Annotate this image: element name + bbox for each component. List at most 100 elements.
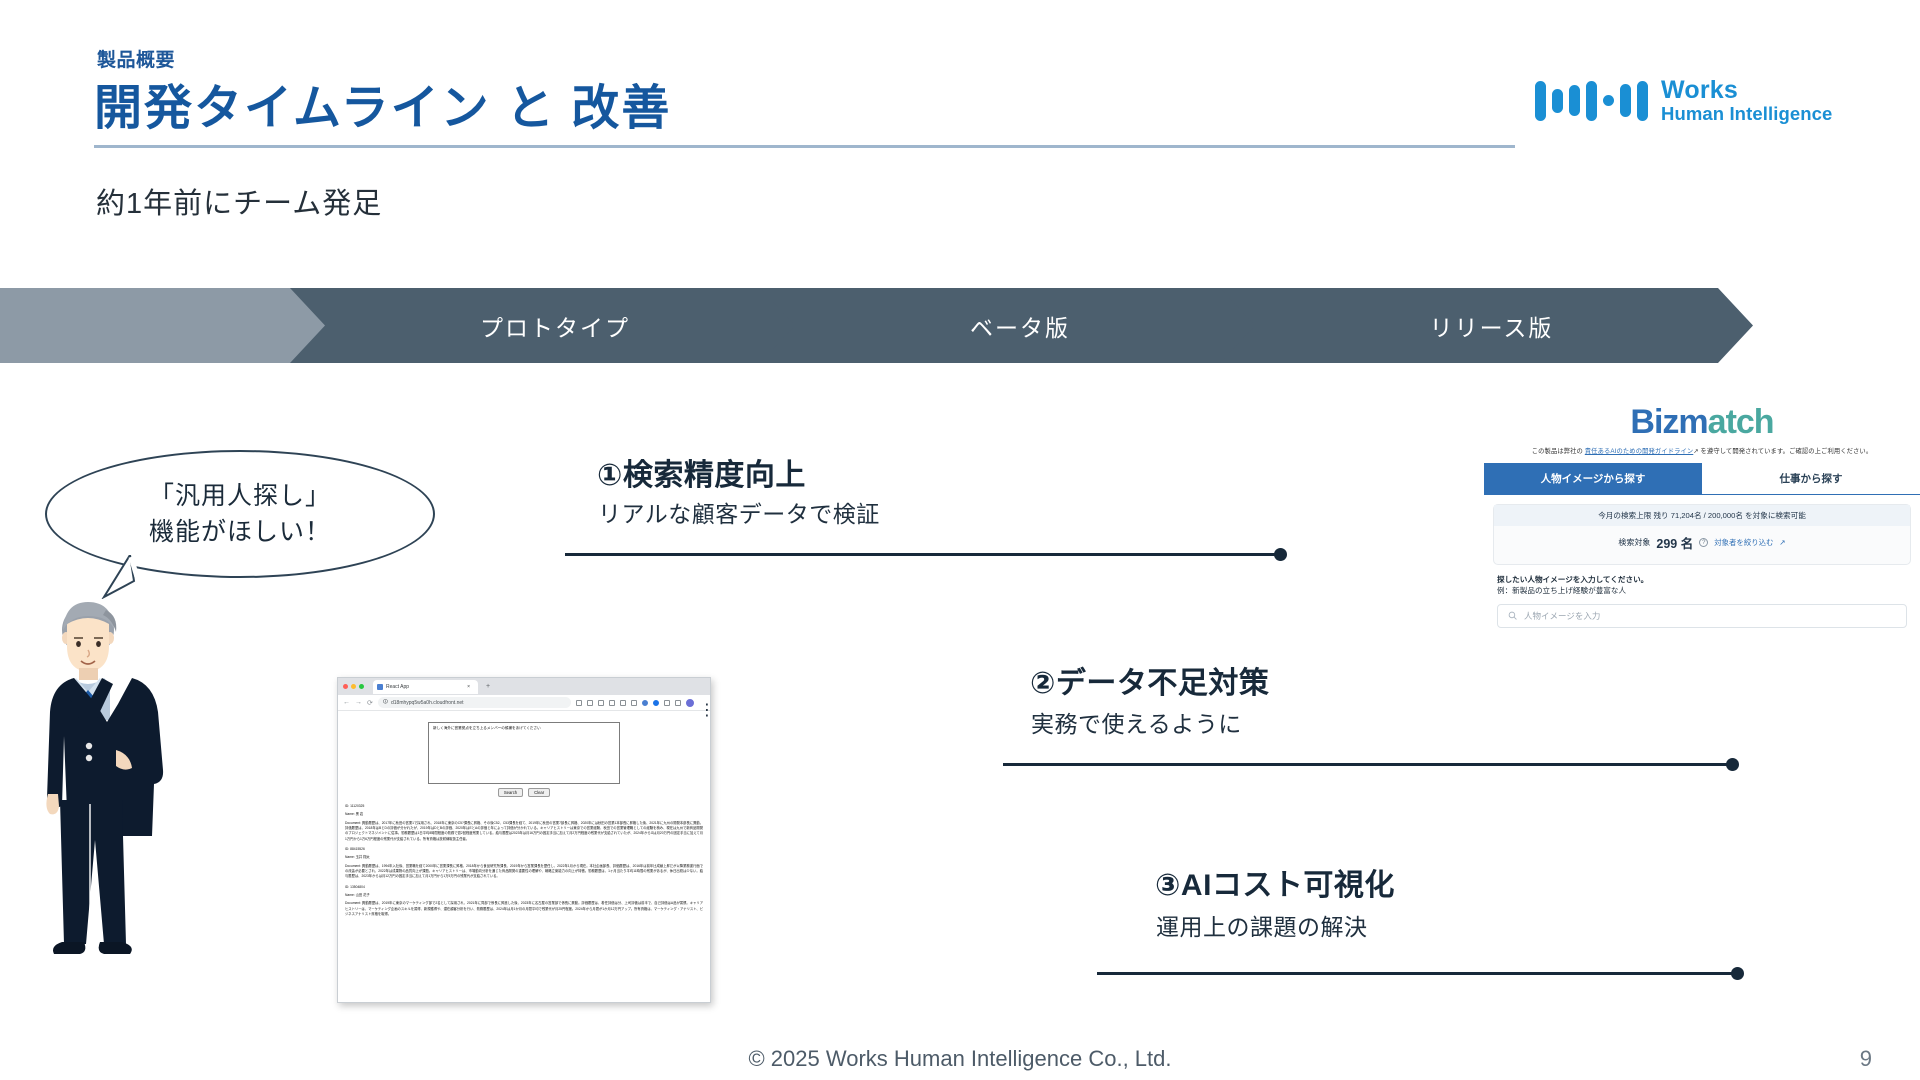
browser-screenshot-thumbnail: React App × + ← → ⟳ 🛈 d18mhypq5w5a0h.clo… xyxy=(337,677,711,1003)
ai-guideline-link[interactable]: 責任あるAIのための開発ガイドライン xyxy=(1584,448,1694,455)
timeline-stage-0[interactable] xyxy=(0,288,330,363)
speech-bubble-line-2: 機能がほしい！ xyxy=(148,518,331,546)
browser-tab-title: React App xyxy=(386,683,410,690)
tab-search-by-person-image[interactable]: 人物イメージから探す xyxy=(1484,463,1702,494)
browser-page-body: 新しく海外に営業拠点を立ち上るメンバーの候補をあげてください Search Cl… xyxy=(338,711,710,1002)
point-2-line xyxy=(1003,763,1735,766)
search-target-count: 299 名 xyxy=(1656,537,1694,551)
timeline-stage-3-label: リリース版 xyxy=(1429,314,1554,341)
sidebar-icon[interactable] xyxy=(664,699,670,706)
point-3-line xyxy=(1097,972,1740,975)
window-maximize-dot[interactable] xyxy=(359,684,364,689)
bizmatch-compliance-notice: この製品は弊社の 責任あるAIのための開発ガイドライン↗ を遵守して開発されてい… xyxy=(1484,446,1920,455)
businessman-illustration xyxy=(46,602,164,954)
search-button[interactable]: Search xyxy=(497,788,524,797)
point-1-heading: ①検索精度向上 xyxy=(597,459,806,492)
footer-copyright: © 2025 Works Human Intelligence Co., Ltd… xyxy=(748,1046,1172,1071)
tab-search-by-job[interactable]: 仕事から探す xyxy=(1702,463,1920,494)
prompt-main-text: 探したい人物イメージを入力してください。 xyxy=(1497,575,1649,584)
search-circle-icon[interactable] xyxy=(653,699,659,706)
query-textarea[interactable]: 新しく海外に営業拠点を立ち上るメンバーの候補をあげてください xyxy=(428,722,620,784)
point-1-endpoint-dot xyxy=(1274,548,1287,561)
result-document: Document: 異動履歴は、1994年入社後、営業職を経て2000年に営業課… xyxy=(345,863,703,879)
overflow-menu-icon[interactable]: ⋮ xyxy=(699,700,710,719)
speech-bubble: 「汎用人探し」 機能がほしい！ xyxy=(45,450,435,578)
search-icon xyxy=(1508,611,1517,621)
help-icon[interactable]: ? xyxy=(1699,538,1709,547)
result-id: ID: 13504804 xyxy=(345,884,365,889)
works-human-intelligence-logo: Works Human Intelligence xyxy=(1535,78,1920,124)
bizmatch-tabs: 人物イメージから探す 仕事から探す xyxy=(1484,463,1920,495)
result-document: Document: 異動履歴は、2017年に秋田の営業1で採用され、2018年に… xyxy=(345,820,703,841)
browser-toolbar-icons: ⋮ xyxy=(576,698,710,719)
page-number: 9 xyxy=(1859,1046,1872,1071)
back-icon[interactable]: ← xyxy=(343,699,350,706)
external-link-icon: ↗ xyxy=(1693,448,1699,455)
refine-external-link-icon[interactable]: ↗ xyxy=(1779,538,1786,547)
timeline-stage-1-label: プロトタイプ xyxy=(480,314,630,341)
result-id: ID: 88415526 xyxy=(345,846,365,851)
bizmatch-search-card: 今月の検索上限 残り 71,204名 / 200,000名 を対象に検索可能 検… xyxy=(1493,504,1911,565)
point-2-endpoint-dot xyxy=(1726,758,1739,771)
point-3-subtext: 運用上の課題の解決 xyxy=(1156,914,1368,940)
timeline-stage-release[interactable]: リリース版 xyxy=(1220,288,1753,363)
notice-suffix: を遵守して開発されています。ご確認の上ご利用ください。 xyxy=(1698,448,1873,455)
timeline-stage-2-label: ベータ版 xyxy=(970,314,1070,341)
bizmatch-logo-part2: atch xyxy=(1707,403,1775,441)
share-icon[interactable] xyxy=(576,699,582,706)
point-3-heading: ③AIコスト可視化 xyxy=(1155,869,1395,902)
extensions-icon[interactable] xyxy=(631,699,637,706)
point-1-line xyxy=(565,553,1283,556)
notice-prefix: この製品は弊社の xyxy=(1531,448,1585,455)
result-name: Name: 玉井 翔太 xyxy=(345,855,370,860)
reading-list-icon[interactable] xyxy=(587,699,593,706)
tab-close-icon[interactable]: × xyxy=(467,683,470,690)
filter-icon[interactable] xyxy=(620,699,626,706)
browser-urlbar: ← → ⟳ 🛈 d18mhypq5w5a0h.cloudfront.net ⋮ xyxy=(338,695,710,719)
bizmatch-prompt: 探したい人物イメージを入力してください。 例：新製品の立ち上げ経験が豊富な人 xyxy=(1497,574,1920,597)
result-document: Document: 異動履歴は、2019年に東京のマーケティング部で2名として採… xyxy=(345,901,703,916)
downloads-icon[interactable] xyxy=(609,699,615,706)
person-image-search-input[interactable]: 人物イメージを入力 xyxy=(1497,603,1907,628)
logo-line-1: Works xyxy=(1661,76,1738,104)
result-name: Name: 山田 花子 xyxy=(345,892,370,897)
monthly-quota-banner: 今月の検索上限 残り 71,204名 / 200,000名 を対象に検索可能 xyxy=(1494,505,1910,526)
query-buttons: Search Clear xyxy=(345,788,703,797)
speech-bubble-tail-icon xyxy=(101,555,140,599)
forward-icon[interactable]: → xyxy=(355,699,362,706)
new-tab-button[interactable]: + xyxy=(486,683,491,690)
timeline-stage-prototype[interactable]: プロトタイプ xyxy=(290,288,800,363)
profile-dot-icon[interactable] xyxy=(642,699,648,706)
search-target-row: 検索対象 299 名 ? 対象者を絞り込む ↗ xyxy=(1494,526,1910,555)
window-close-dot[interactable] xyxy=(343,684,348,689)
speech-bubble-line-1: 「汎用人探し」 xyxy=(148,481,331,510)
tab-favicon-icon xyxy=(377,683,383,690)
clear-button[interactable]: Clear xyxy=(528,788,551,797)
result-id: ID: 11120325 xyxy=(345,804,365,808)
bizmatch-app-screenshot: Bizmatch この製品は弊社の 責任あるAIのための開発ガイドライン↗ を遵… xyxy=(1484,398,1920,640)
logo-line-2: Human Intelligence xyxy=(1661,103,1833,124)
address-bar[interactable]: 🛈 d18mhypq5w5a0h.cloudfront.net xyxy=(377,697,571,708)
page-subtitle: 約1年前にチーム発足 xyxy=(96,188,383,220)
browser-tab[interactable]: React App × xyxy=(373,679,478,694)
window-minimize-dot[interactable] xyxy=(351,684,356,689)
split-view-icon[interactable] xyxy=(675,699,681,706)
point-3-endpoint-dot xyxy=(1731,967,1744,980)
search-input-placeholder: 人物イメージを入力 xyxy=(1524,610,1601,621)
timeline-stage-beta[interactable]: ベータ版 xyxy=(760,288,1260,363)
title-divider xyxy=(94,145,1515,148)
bizmatch-logo-part1: Bizm xyxy=(1630,403,1708,441)
results-list: ID: 11120325 Name: 黒 岩 Document: 異動履歴は、2… xyxy=(345,804,703,917)
browser-titlebar: React App × + xyxy=(338,678,710,695)
refine-target-link[interactable]: 対象者を絞り込む xyxy=(1714,538,1774,547)
bookmark-star-icon[interactable] xyxy=(598,699,604,706)
timeline-chevrons: プロトタイプ ベータ版 リリース版 xyxy=(0,288,1753,363)
result-name: Name: 黒 岩 xyxy=(345,812,364,817)
reload-icon[interactable]: ⟳ xyxy=(367,699,373,707)
search-target-label: 検索対象 xyxy=(1618,538,1651,547)
bizmatch-logo: Bizmatch xyxy=(1484,398,1920,442)
avatar-icon[interactable] xyxy=(686,698,694,707)
point-1-subtext: リアルな顧客データで検証 xyxy=(598,501,880,527)
address-bar-url: d18mhypq5w5a0h.cloudfront.net xyxy=(390,699,464,706)
point-2-heading: ②データ不足対策 xyxy=(1030,667,1270,700)
